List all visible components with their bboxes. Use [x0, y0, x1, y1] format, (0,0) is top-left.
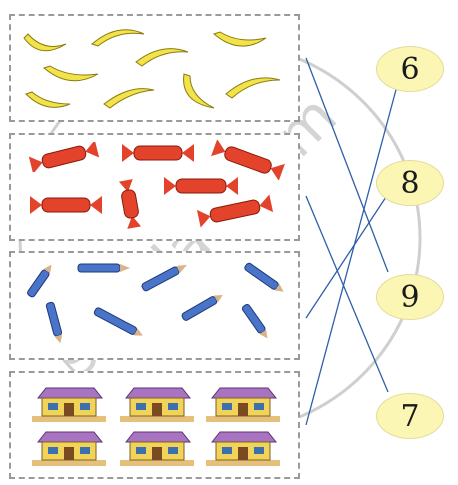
pen-icon: [27, 264, 52, 298]
candy-icon: [196, 194, 274, 228]
answer-option-6[interactable]: 6: [376, 46, 444, 92]
answer-option-9[interactable]: 9: [376, 274, 444, 320]
house-icon: [206, 431, 280, 466]
pen-icon: [181, 295, 223, 321]
answer-label: 8: [400, 165, 420, 201]
banana-icon: [135, 48, 189, 67]
candy-icon: [28, 142, 100, 172]
pen-icon: [244, 262, 284, 292]
candy-icon: [122, 144, 194, 162]
banana-icon: [225, 77, 281, 99]
candy-icon: [211, 140, 285, 180]
match-line-bananas: [305, 57, 389, 273]
banana-icon: [42, 65, 99, 82]
banana-icon: [212, 31, 267, 47]
house-icon: [206, 387, 280, 422]
banana-icon: [25, 91, 71, 108]
banana-icon: [23, 33, 67, 52]
answer-label: 9: [400, 279, 420, 315]
banana-icon: [103, 88, 155, 109]
answer-label: 7: [400, 398, 420, 434]
answer-option-8[interactable]: 8: [376, 160, 444, 206]
house-icon: [120, 387, 194, 422]
house-icon: [32, 431, 106, 466]
banana-icon: [90, 29, 145, 47]
pen-icon: [241, 304, 268, 339]
candy-icon: [30, 196, 102, 214]
banana-icon: [183, 73, 215, 109]
pen-icon: [141, 264, 187, 292]
house-icon: [32, 387, 106, 422]
match-line-houses: [305, 85, 398, 426]
candy-icon: [164, 177, 238, 195]
pen-icon: [77, 263, 130, 273]
candy-icon: [118, 179, 142, 229]
pen-icon: [93, 307, 143, 336]
pen-icon: [45, 301, 63, 344]
answer-option-7[interactable]: 7: [376, 393, 444, 439]
house-icon: [120, 431, 194, 466]
answer-label: 6: [400, 51, 420, 87]
